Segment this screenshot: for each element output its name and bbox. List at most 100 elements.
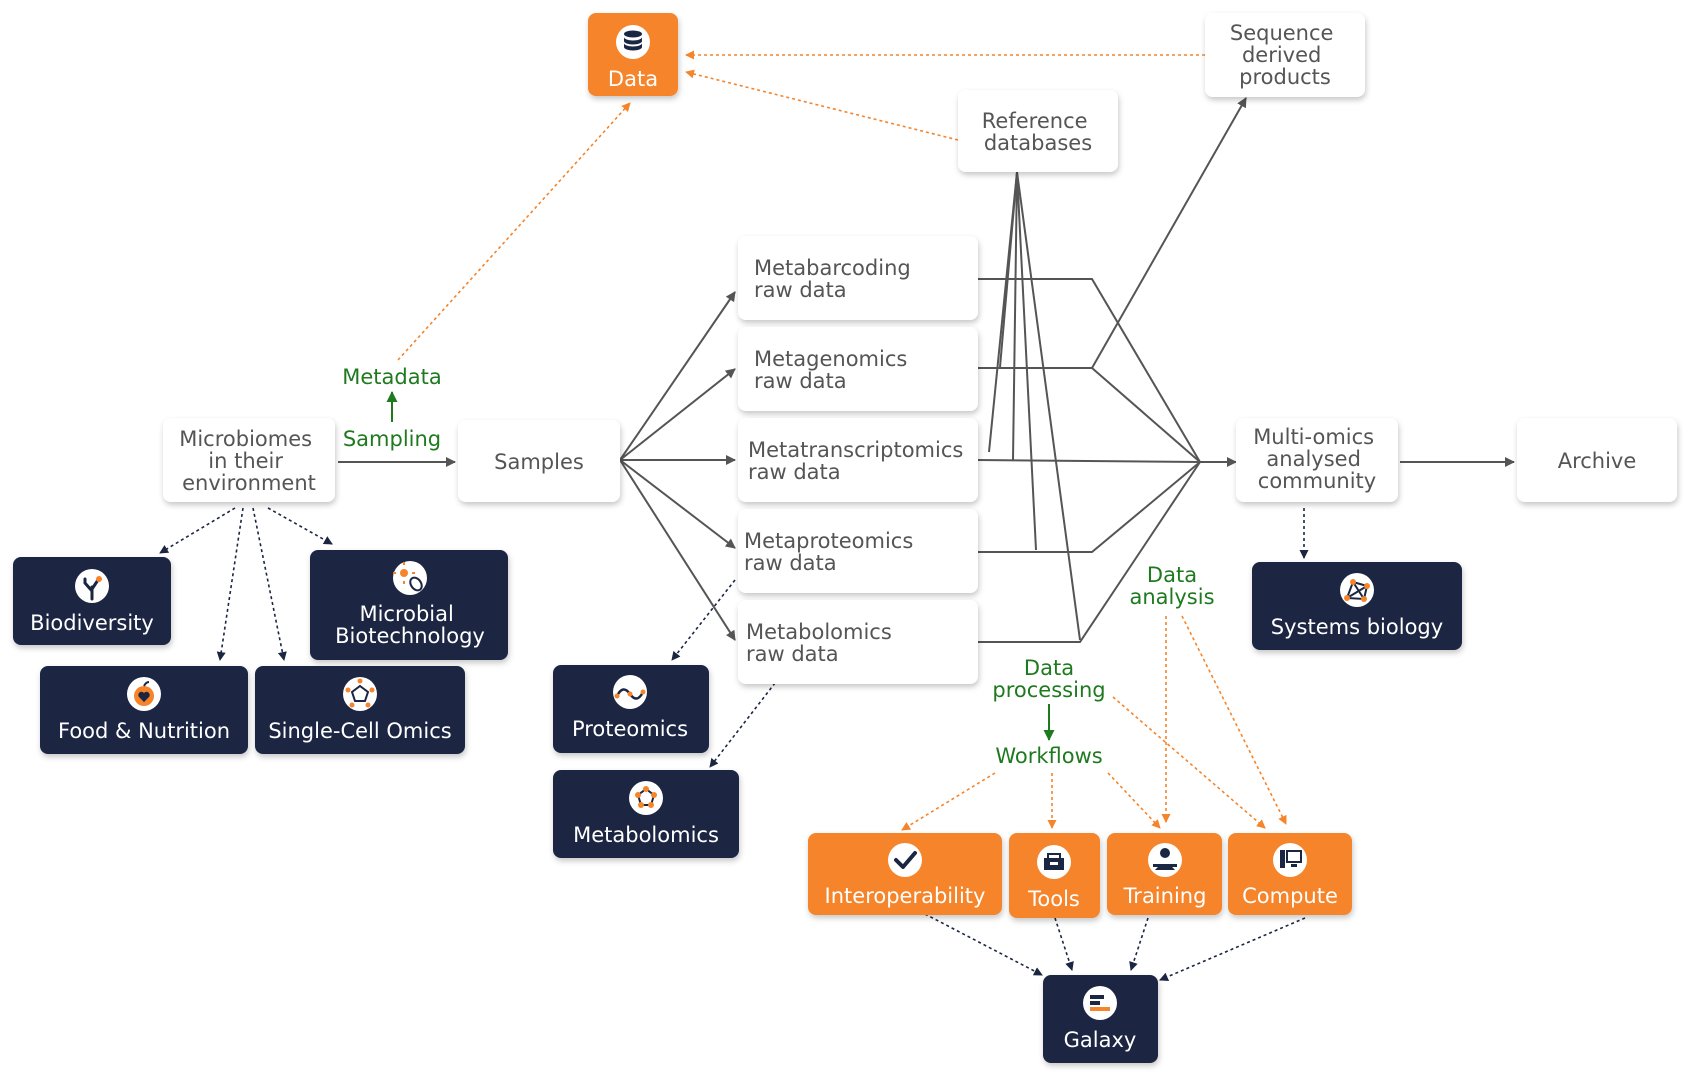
svg-text:Food & Nutrition: Food & Nutrition <box>58 719 230 743</box>
reference-databases-box[interactable]: Reference databases <box>958 90 1118 172</box>
compute-label: Compute <box>1242 884 1338 908</box>
tools-box[interactable]: Tools <box>1009 833 1100 918</box>
data-analysis-label-1: Data <box>1147 563 1197 587</box>
svg-text:Data: Data <box>608 67 658 91</box>
proteomics-label: Proteomics <box>572 717 688 741</box>
biodiversity-box[interactable]: Biodiversity <box>13 557 171 645</box>
galaxy-box[interactable]: Galaxy <box>1043 975 1158 1063</box>
metabarcoding-line-1: Metabarcoding <box>754 256 911 280</box>
metatranscriptomics-line-1: Metatranscriptomics <box>748 438 963 462</box>
metabolomics-raw-line-2: raw data <box>746 642 839 666</box>
orange-dotted-arrows <box>397 50 1287 831</box>
multiomics-line-3: community <box>1258 469 1376 493</box>
molecule-ring-icon <box>629 781 663 815</box>
sequence-products-box[interactable]: Sequence derived products <box>1205 13 1365 97</box>
svg-text:Compute: Compute <box>1242 884 1338 908</box>
proteomics-box[interactable]: Proteomics <box>553 665 709 753</box>
metatranscriptomics-line-2: raw data <box>748 460 841 484</box>
svg-text:Training: Training <box>1123 884 1207 908</box>
apple-heart-icon <box>127 677 161 711</box>
metabarcoding-box[interactable]: Metabarcoding raw data <box>738 236 978 320</box>
multiomics-line-2: analysed <box>1266 447 1361 471</box>
metadata-label: Metadata <box>342 365 441 389</box>
metabolomics-raw-box[interactable]: Metabolomics raw data <box>738 600 978 684</box>
svg-text:Microbiomes in their: Microbiomes in their environment <box>179 427 319 495</box>
data-processing-label-1: Data <box>1024 656 1074 680</box>
single-cell-label: Single-Cell Omics <box>268 719 451 743</box>
microbiomes-line-3: environment <box>182 471 316 495</box>
cell-icon <box>343 677 377 711</box>
green-arrows <box>386 391 1055 741</box>
microbiomes-line-2: in their <box>208 449 283 473</box>
svg-text:Archive: Archive <box>1558 449 1637 473</box>
training-label: Training <box>1123 884 1207 908</box>
interoperability-label: Interoperability <box>825 884 986 908</box>
navy-boxes: Biodiversity Microbial Biotechnology <box>13 550 1462 1063</box>
toolbox-icon <box>1037 845 1071 879</box>
database-icon <box>616 25 650 59</box>
svg-text:Biodiversity: Biodiversity <box>30 611 154 635</box>
microbiomes-line-1: Microbiomes <box>179 427 312 451</box>
svg-text:Microbial Biotechnolog: Microbial Biotechnology <box>335 602 485 648</box>
microbial-biotech-line-1: Microbial <box>359 602 453 626</box>
teacher-icon <box>1148 843 1182 877</box>
svg-text:Samples: Samples <box>494 450 584 474</box>
metaproteomics-box[interactable]: Metaproteomics raw data <box>738 509 978 593</box>
microbial-biotech-box[interactable]: Microbial Biotechnology <box>310 550 508 660</box>
metagenomics-box[interactable]: Metagenomics raw data <box>738 327 978 411</box>
galaxy-logo-icon <box>1083 986 1117 1020</box>
network-icon <box>1340 573 1374 607</box>
systems-biology-label: Systems biology <box>1271 615 1443 639</box>
metabolomics-box[interactable]: Metabolomics <box>553 770 739 858</box>
svg-text:Metagenomics raw data: Metagenomics raw data <box>754 347 914 393</box>
metabarcoding-line-2: raw data <box>754 278 847 302</box>
svg-text:Metabolomics: Metabolomics <box>573 823 719 847</box>
training-box[interactable]: Training <box>1107 833 1222 915</box>
reference-databases-line-2: databases <box>984 131 1092 155</box>
sequence-products-line-3: products <box>1239 65 1331 89</box>
multiomics-box[interactable]: Multi-omics analysed community <box>1236 418 1398 502</box>
systems-biology-box[interactable]: Systems biology <box>1252 562 1462 650</box>
orange-boxes: Data Interoperability Tools <box>588 13 1352 918</box>
samples-label: Samples <box>494 450 584 474</box>
svg-text:Single-Cell Omics: Single-Cell Omics <box>268 719 451 743</box>
svg-text:Metatranscriptomics ra: Metatranscriptomics raw data <box>748 438 970 484</box>
tools-label: Tools <box>1027 887 1080 911</box>
interoperability-box[interactable]: Interoperability <box>808 833 1002 915</box>
metagenomics-line-2: raw data <box>754 369 847 393</box>
data-label: Data <box>608 67 658 91</box>
archive-box[interactable]: Archive <box>1517 418 1677 502</box>
svg-text:Galaxy: Galaxy <box>1064 1028 1137 1052</box>
microbiomes-box[interactable]: Microbiomes in their environment <box>163 418 335 502</box>
samples-box[interactable]: Samples <box>458 420 620 502</box>
data-box[interactable]: Data <box>588 13 678 96</box>
multiomics-line-1: Multi-omics <box>1253 425 1374 449</box>
sampling-label: Sampling <box>343 427 441 451</box>
svg-text:Multi-omics analysed: Multi-omics analysed community <box>1253 425 1381 493</box>
svg-text:Systems biology: Systems biology <box>1271 615 1443 639</box>
edge-labels: Metadata Sampling Data analysis Data pro… <box>342 365 1214 768</box>
analysis-converge-lines <box>976 97 1247 643</box>
data-processing-label-2: processing <box>992 678 1105 702</box>
svg-text:Interoperability: Interoperability <box>825 884 986 908</box>
reference-databases-line-1: Reference <box>982 109 1088 133</box>
food-nutrition-box[interactable]: Food & Nutrition <box>40 666 248 754</box>
metatranscriptomics-box[interactable]: Metatranscriptomics raw data <box>738 418 978 502</box>
metabolomics-label: Metabolomics <box>573 823 719 847</box>
svg-text:Metaproteomics raw dat: Metaproteomics raw data <box>744 529 920 575</box>
archive-label: Archive <box>1558 449 1637 473</box>
svg-text:Metabolomics raw data: Metabolomics raw data <box>746 620 898 666</box>
tree-icon <box>75 569 109 603</box>
checkmark-icon <box>888 843 922 877</box>
single-cell-box[interactable]: Single-Cell Omics <box>255 666 465 754</box>
connectors <box>159 50 1515 981</box>
svg-text:Reference databases: Reference databases <box>982 109 1094 155</box>
wave-icon <box>613 675 647 709</box>
microbe-icon <box>393 561 427 595</box>
sequence-products-line-1: Sequence <box>1230 21 1334 45</box>
metaproteomics-line-1: Metaproteomics <box>744 529 913 553</box>
computer-icon <box>1273 843 1307 877</box>
svg-text:Tools: Tools <box>1027 887 1080 911</box>
compute-box[interactable]: Compute <box>1228 833 1352 915</box>
